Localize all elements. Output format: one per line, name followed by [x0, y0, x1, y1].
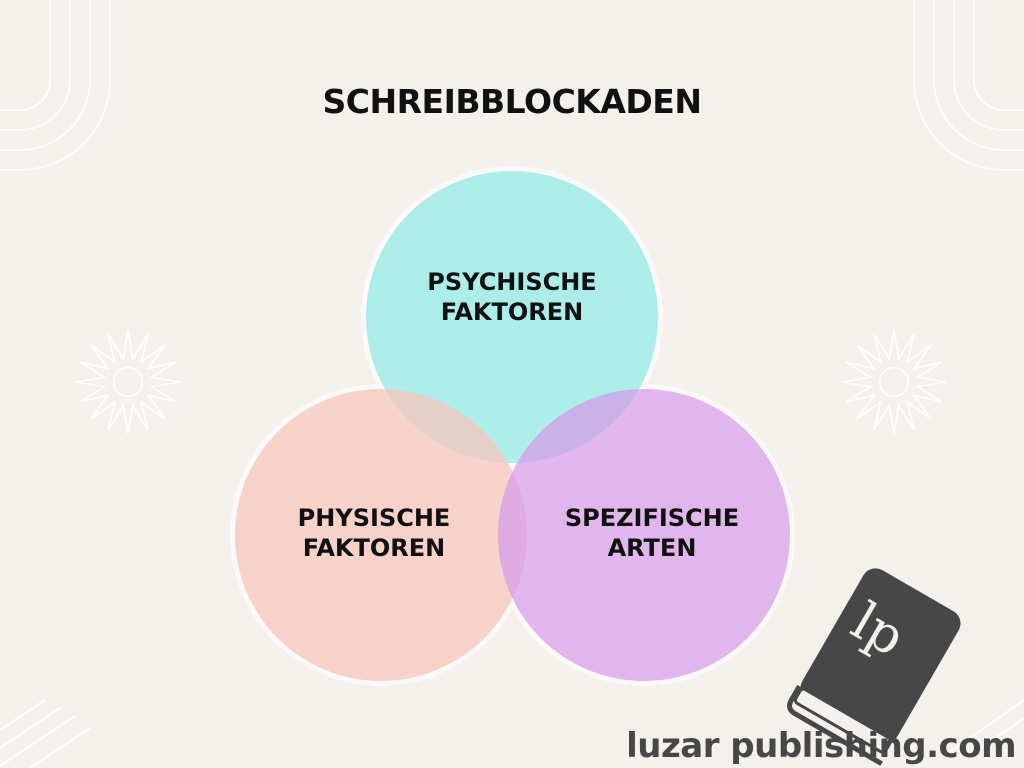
circle-psychische [366, 171, 658, 463]
decor-lines-bottom-left [0, 699, 91, 768]
brand-name: luzar publishing.com [626, 726, 1016, 766]
circle-spezifische [498, 389, 790, 681]
label-physische-line2: FAKTOREN [302, 534, 446, 562]
starburst-right [841, 329, 947, 435]
label-physische-line1: PHYSISCHE [297, 504, 451, 532]
circle-physische [235, 389, 527, 681]
decor-arcs-top-right [913, 0, 1024, 171]
label-physische-faktoren: PHYSISCHE FAKTOREN [254, 503, 494, 563]
decor-arcs-top-left [0, 0, 111, 171]
label-psychische-line2: FAKTOREN [440, 298, 584, 326]
book-logo-icon [787, 568, 961, 766]
starburst-left [75, 329, 181, 435]
label-spezifische-line1: SPEZIFISCHE [564, 504, 740, 532]
label-spezifische-arten: SPEZIFISCHE ARTEN [532, 503, 772, 563]
decor-lines-bottom-right [949, 699, 1024, 753]
label-psychische-line1: PSYCHISCHE [427, 268, 597, 296]
label-spezifische-line2: ARTEN [607, 534, 697, 562]
label-psychische-faktoren: PSYCHISCHE FAKTOREN [392, 267, 632, 327]
diagram-title: SCHREIBBLOCKADEN [322, 82, 702, 121]
